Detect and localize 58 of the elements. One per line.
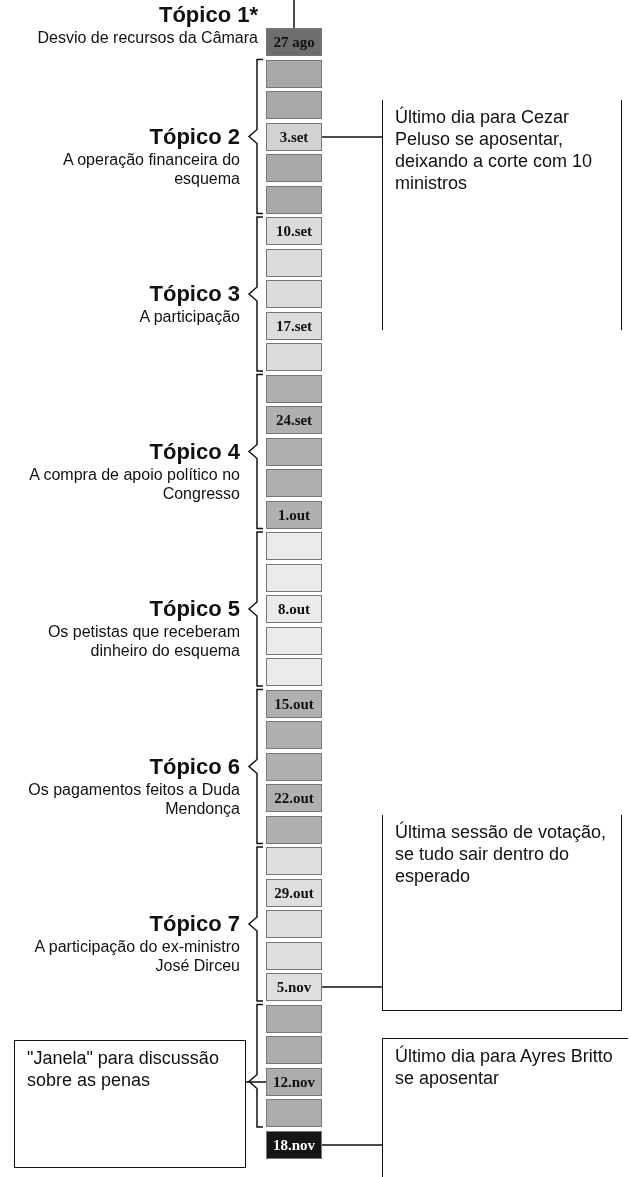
topic-description: A operação financeira do esquema <box>62 149 240 188</box>
timeline-cell <box>266 815 322 844</box>
date-cell: 5.nov <box>266 973 322 1001</box>
topic-heading: Tópico 4 <box>149 438 240 465</box>
timeline-cell <box>266 185 322 214</box>
timeline-cell <box>266 248 322 277</box>
date-cell: 18.nov <box>266 1130 322 1159</box>
date-cell: 1.out <box>266 500 322 529</box>
date-cell: 12.nov <box>266 1067 322 1096</box>
topic-description: Os petistas que receberam dinheiro do esquema <box>46 622 240 660</box>
timeline-cell <box>266 280 322 308</box>
timeline-cell <box>266 910 322 938</box>
topic-description: A compra de apoio político no Congresso <box>28 464 240 503</box>
leader-line <box>245 1081 267 1083</box>
timeline-cell <box>266 343 322 371</box>
timeline-cell <box>266 59 322 88</box>
topic-description: A participação <box>138 307 240 326</box>
date-cell: 15.out <box>266 689 322 718</box>
timeline-cell <box>266 532 322 560</box>
timeline-cell <box>266 1099 322 1127</box>
timeline-cell <box>266 154 322 182</box>
topic-heading: Tópico 1* <box>159 2 258 28</box>
date-cell: 27 ago <box>266 28 322 56</box>
timeline-cell <box>266 469 322 497</box>
date-cell: 29.out <box>266 878 322 907</box>
date-cell: 10.set <box>266 217 322 245</box>
date-cell: 8.out <box>266 595 322 623</box>
callout-box: Último dia para Cezar Peluso se aposentar, deixando a corte com 10 ministros <box>382 100 622 330</box>
topic-heading: Tópico 2 <box>149 123 240 150</box>
topic-description: Os pagamentos feitos a Duda Mendonça <box>27 779 240 818</box>
timeline-cell <box>266 1036 322 1064</box>
timeline-cell <box>266 941 322 970</box>
timeline-cell <box>266 563 322 592</box>
callout-box: "Janela" para discussão sobre as penas <box>14 1040 246 1168</box>
topic-heading: Tópico 7 <box>149 911 240 937</box>
timeline-cell <box>266 1004 322 1033</box>
leader-line <box>321 136 383 138</box>
topic-description: A participação do ex-ministro José Dirceu <box>33 937 240 975</box>
topic-heading: Tópico 3 <box>149 281 240 307</box>
timeline-cell <box>266 91 322 119</box>
date-cell: 3.set <box>266 122 322 151</box>
callout-box: Última sessão de votação, se tudo sair dentro do esperado <box>382 815 622 1011</box>
timeline-cell <box>266 374 322 403</box>
callout-box: Último dia para Ayres Britto se aposentar <box>382 1038 628 1177</box>
timeline-cell <box>266 437 322 466</box>
date-cell: 22.out <box>266 784 322 812</box>
timeline-cell <box>266 847 322 875</box>
topic-heading: Tópico 6 <box>149 753 240 780</box>
date-cell: 24.set <box>266 406 322 434</box>
timeline-cell <box>266 626 322 655</box>
leader-line <box>321 986 383 988</box>
leader-line <box>321 1144 383 1146</box>
timeline-cell <box>266 658 322 686</box>
date-cell: 17.set <box>266 311 322 340</box>
topic-description: Desvio de recursos da Câmara <box>36 28 258 47</box>
topic-heading: Tópico 5 <box>149 596 240 622</box>
timeline-cell <box>266 752 322 781</box>
timeline-cell <box>266 721 322 749</box>
